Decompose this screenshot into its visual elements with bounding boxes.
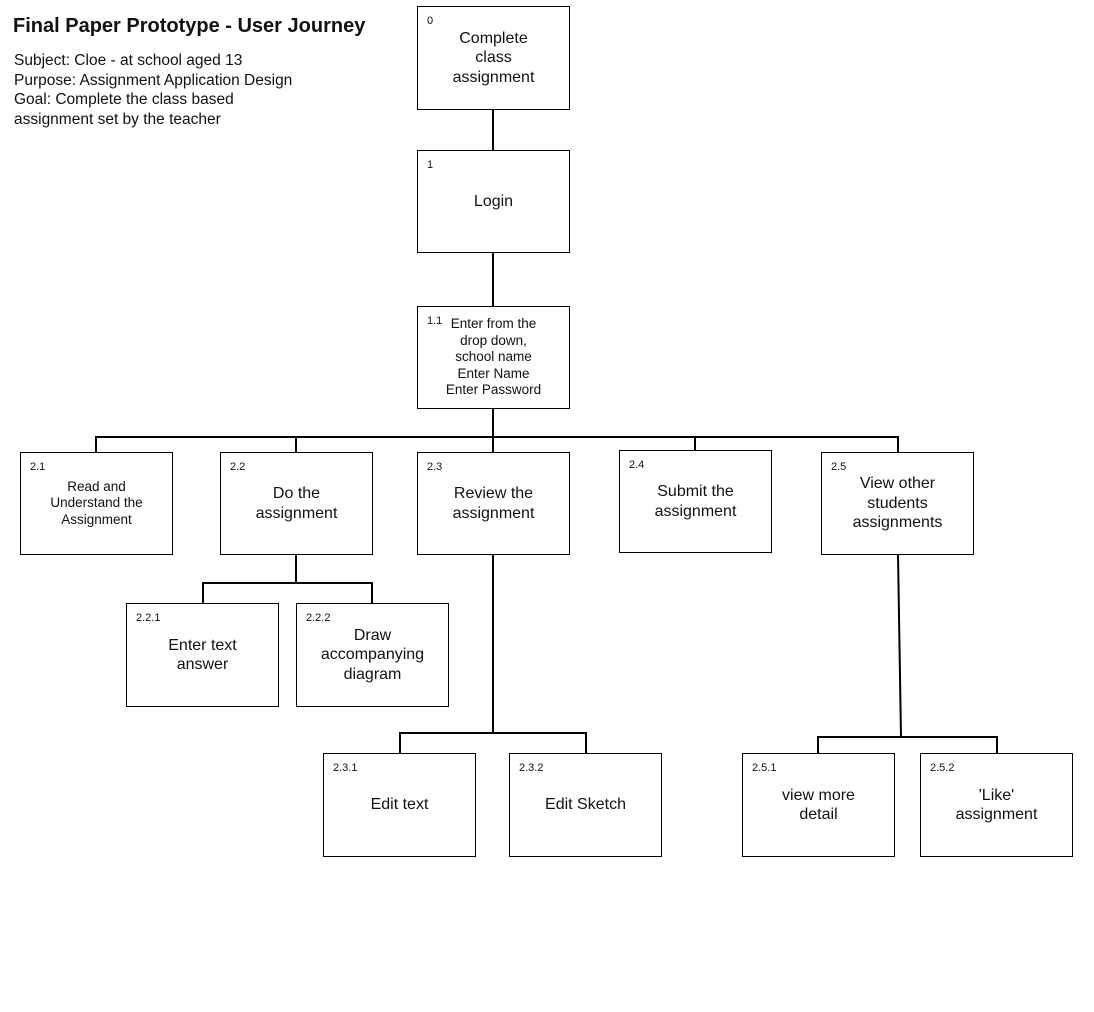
diagram-title: Final Paper Prototype - User Journey — [13, 15, 366, 37]
node-label: View other students assignments — [852, 475, 943, 532]
node-label: Complete class assignment — [452, 29, 535, 86]
node-number: 2.4 — [629, 459, 645, 471]
node-2-5-2-like-assignment: 2.5.2 'Like' assignment — [920, 753, 1073, 857]
node-number: 2.3.2 — [519, 762, 544, 774]
node-2-2-2-draw-diagram: 2.2.2 Draw accompanying diagram — [296, 603, 449, 707]
node-number: 1 — [427, 159, 434, 171]
node-2-3-review-assignment: 2.3 Review the assignment — [417, 452, 570, 555]
node-2-4-submit-assignment: 2.4 Submit the assignment — [619, 450, 772, 553]
node-label: Draw accompanying diagram — [320, 626, 425, 683]
node-label: Read and Understand the Assignment — [50, 478, 143, 527]
goal-line-1: Goal: Complete the class based — [14, 91, 234, 108]
node-1-1-enter-credentials: 1.1 Enter from the drop down, school nam… — [417, 306, 570, 409]
node-number: 2.2.1 — [136, 612, 161, 624]
node-label: Edit Sketch — [545, 796, 626, 814]
node-label: 'Like' assignment — [955, 786, 1038, 824]
node-label: Edit text — [370, 796, 429, 814]
node-2-1-read-assignment: 2.1 Read and Understand the Assignment — [20, 452, 173, 555]
node-number: 2.5.2 — [930, 762, 955, 774]
node-label: Login — [473, 192, 514, 210]
node-label: Do the assignment — [255, 485, 338, 522]
node-label: Enter from the drop down, school name En… — [445, 316, 542, 398]
purpose-line: Purpose: Assignment Application Design — [14, 71, 293, 89]
node-number: 1.1 — [427, 315, 443, 327]
node-2-5-1-view-more-detail: 2.5.1 view more detail — [742, 753, 895, 857]
node-1-login: 1 Login — [417, 150, 570, 253]
node-label: Enter text answer — [168, 636, 237, 674]
node-label: view more detail — [782, 786, 855, 824]
node-number: 2.1 — [30, 461, 46, 473]
node-2-3-1-edit-text: 2.3.1 Edit text — [323, 753, 476, 857]
subject-line: Subject: Cloe - at school aged 13 — [14, 52, 243, 69]
node-2-3-2-edit-sketch: 2.3.2 Edit Sketch — [509, 753, 662, 857]
node-number: 0 — [427, 15, 434, 27]
node-number: 2.2.2 — [306, 612, 331, 624]
diagram-description: Subject: Cloe - at school aged 13 Purpos… — [14, 51, 292, 129]
node-label: Review the assignment — [452, 485, 535, 522]
node-0-complete-class-assignment: 0 Complete class assignment — [417, 6, 570, 110]
goal-line-2: assignment set by the teacher — [14, 110, 221, 128]
node-label: Submit the assignment — [654, 483, 737, 520]
node-number: 2.5.1 — [752, 762, 777, 774]
connector-2-5-stem — [896, 553, 903, 739]
node-2-2-1-enter-text-answer: 2.2.1 Enter text answer — [126, 603, 279, 707]
node-2-2-do-assignment: 2.2 Do the assignment — [220, 452, 373, 555]
node-number: 2.3.1 — [333, 762, 358, 774]
node-number: 2.5 — [831, 461, 847, 473]
node-number: 2.3 — [427, 461, 443, 473]
node-number: 2.2 — [230, 461, 246, 473]
node-2-5-view-other-assignments: 2.5 View other students assignments — [821, 452, 974, 555]
